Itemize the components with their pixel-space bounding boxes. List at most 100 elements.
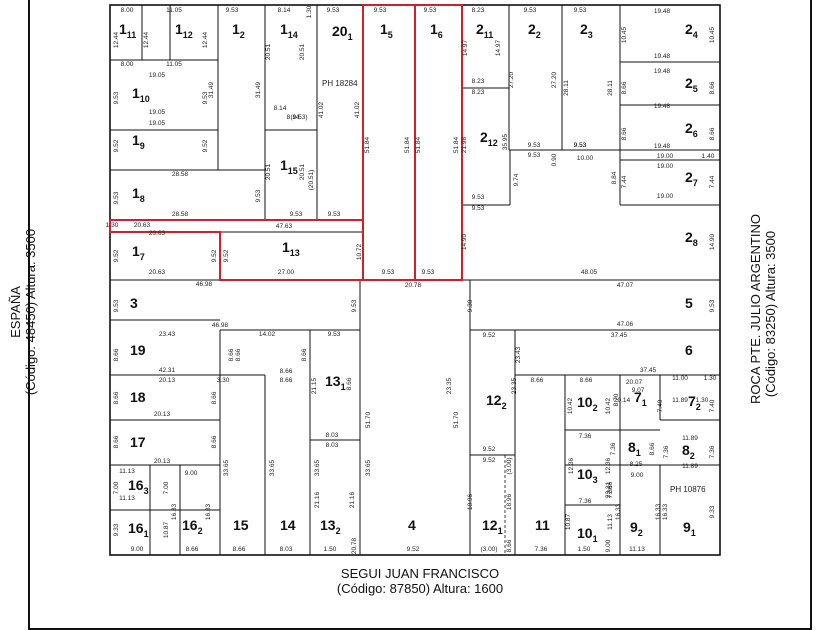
dimension-label: 9.53	[574, 7, 587, 14]
dimension-label: 11.89	[682, 463, 698, 470]
lot-label-2-7: 27	[685, 169, 698, 188]
lot-subscript: 14	[288, 30, 298, 40]
lot-number: 1	[232, 21, 240, 37]
lot-number: 8	[682, 442, 690, 458]
dimension-label: 8.66	[280, 377, 293, 384]
lot-label-2-12: 212	[480, 129, 498, 148]
lot-subscript: 2	[696, 402, 701, 412]
lot-subscript: 2	[198, 526, 203, 536]
dimension-label: 10.87	[565, 513, 572, 530]
dimension-label: 31.49	[255, 81, 262, 98]
dimension-label: 19.48	[654, 68, 671, 75]
dimension-label: 20.63	[149, 230, 166, 237]
dimension-label: 8.00	[121, 61, 134, 68]
dimension-label: 20.51	[299, 163, 306, 180]
dimension-label: 9.53	[351, 299, 358, 312]
dimension-label: 33.65	[269, 459, 276, 476]
dimension-label: 11.13	[629, 546, 645, 553]
dimension-label: 8.14	[274, 105, 287, 112]
lot-subscript: 2	[240, 30, 245, 40]
dimension-label: 9.53	[328, 211, 341, 218]
street-code-bottom: (Código: 87850) Altura: 1600	[336, 581, 504, 596]
dimension-label: 20.63	[149, 269, 166, 276]
lot-label-2-4: 24	[685, 21, 698, 40]
map-frame-right	[810, 0, 812, 630]
lot-label-20-1: 201	[332, 23, 353, 42]
dimension-label: 51.70	[365, 411, 372, 428]
lot-number: 1	[282, 239, 290, 255]
lot-number: 1	[280, 157, 288, 173]
dimension-label: 9.53	[290, 211, 303, 218]
dimension-label: 9.52	[113, 139, 120, 152]
dimension-label: 19.48	[654, 103, 671, 110]
lot-number: 2	[685, 229, 693, 245]
lot-subscript: 12	[183, 30, 193, 40]
lot-number: 2	[685, 169, 693, 185]
dimension-label: 9.52	[407, 546, 420, 553]
dimension-label: 8.66	[235, 348, 242, 361]
dimension-label: 20.51	[299, 43, 306, 60]
lot-label-9-2: 92	[630, 519, 643, 538]
lot-subscript: 9	[140, 141, 145, 151]
dimension-label: 9.52	[483, 446, 496, 453]
dimension-label: 19.48	[654, 53, 671, 60]
dimension-label: 9.53	[528, 142, 541, 149]
lot-number: 6	[685, 342, 693, 358]
lot-label-6: 6	[685, 342, 693, 358]
lot-label-1-12: 112	[175, 21, 193, 40]
dimension-label: 51.70	[453, 411, 460, 428]
street-label-right: ROCA PTE. JULIO ARGENTINO (Código: 83250…	[748, 214, 778, 404]
dimension-label: 11.89	[672, 397, 688, 404]
lot-number: 12	[486, 392, 502, 408]
dimension-label: 7.36	[535, 546, 548, 553]
lot-subscript: 8	[693, 238, 698, 248]
dimension-label: 20.13	[154, 458, 171, 465]
dimension-label: 10.42	[567, 397, 574, 414]
dimension-label: 47.07	[617, 282, 634, 289]
dimension-label: 11.13	[607, 514, 614, 530]
dimension-label: 9.53	[424, 7, 437, 14]
lot-number: 16	[182, 517, 198, 533]
dimension-label: 1.50	[324, 546, 337, 553]
lot-number: 2	[476, 21, 484, 37]
lot-number: 1	[280, 21, 288, 37]
lot-label-14: 14	[280, 517, 296, 533]
dimension-label: 12.36	[568, 457, 575, 474]
lot-subscript: 2	[336, 526, 341, 536]
dimension-label: 9.53	[113, 191, 120, 204]
lot-label-1-11: 111	[119, 21, 136, 40]
dimension-label: 12.44	[202, 31, 209, 48]
dimension-label: 9.52	[483, 332, 496, 339]
lot-label-16-2: 162	[182, 517, 203, 536]
dimension-label: 28.58	[172, 171, 189, 178]
lot-label-9-1: 91	[683, 519, 696, 538]
dimension-label: 1.30	[696, 397, 709, 404]
lot-number: 2	[580, 21, 588, 37]
dimension-label: 9.53	[113, 91, 120, 104]
dimension-label: 23.35	[511, 377, 518, 394]
dimension-label: 9.53	[226, 7, 239, 14]
dimension-label: (3.00)	[481, 546, 498, 553]
lot-number: 16	[128, 520, 144, 536]
dimension-label: 0.90	[551, 153, 558, 166]
dimension-label: 11.05	[166, 7, 182, 14]
lot-subscript: 2	[593, 403, 598, 413]
dimension-label: 14.97	[495, 39, 502, 56]
dimension-label: 9.33	[113, 523, 120, 536]
lot-subscript: 11	[484, 30, 494, 40]
dimension-label: 16.33	[615, 503, 622, 520]
lot-boundaries	[109, 4, 721, 556]
dimension-label: 1.30	[704, 375, 717, 382]
dimension-label: 28.58	[172, 211, 189, 218]
lot-label-1-13: 113	[282, 239, 300, 258]
dimension-label: 19.00	[657, 193, 674, 200]
lot-subscript: 1	[498, 526, 503, 536]
dimension-label: 9.74	[513, 173, 520, 186]
dimension-label: 9.53	[382, 269, 395, 276]
lot-label-3: 3	[130, 295, 138, 311]
dimension-label: 16.33	[171, 503, 178, 520]
dimension-label: 8.66	[113, 348, 120, 361]
lot-label-1-9: 19	[132, 132, 145, 151]
